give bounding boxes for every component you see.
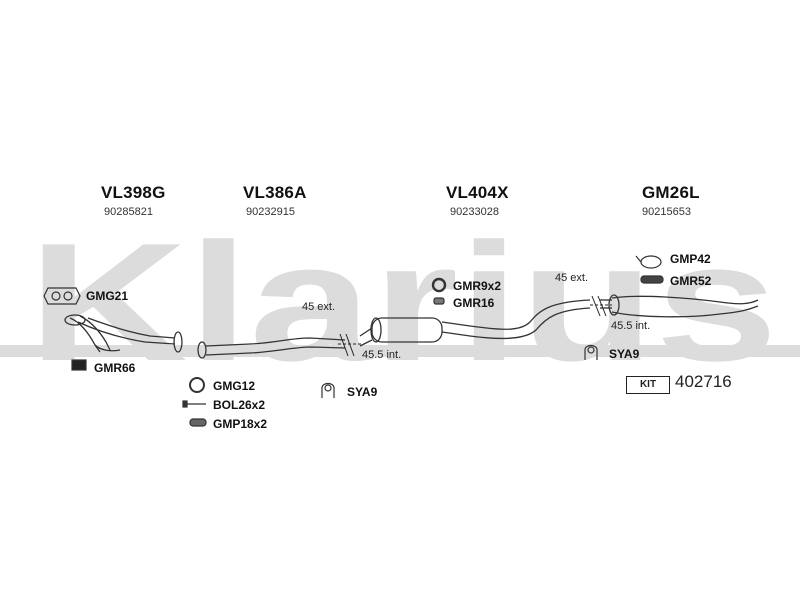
part-label-gmp42: GMP42 [670,252,711,266]
part-label-gmr9x2: GMR9x2 [453,279,502,293]
part-label-gmr16: GMR16 [453,296,495,310]
downpipe-drawing [64,314,183,353]
rubber-ring-icon [431,277,447,293]
section-number-vl386a: 90232915 [246,206,295,218]
part-label-gmp18x2: GMP18x2 [213,417,268,431]
dimension-ext-left: 45 ext. [302,301,336,313]
part-label-sya9-left: SYA9 [347,385,378,399]
dimension-int-left: 45.5 int. [362,349,402,361]
part-label-gmg21: GMG21 [86,289,129,303]
section-code-vl404x: VL404X [446,183,509,202]
kit-number: 402716 [675,372,732,391]
dimension-ext-right: 45 ext. [555,272,589,284]
part-label-gmr66: GMR66 [94,361,136,375]
rubber-mount-icon [71,359,87,371]
dimension-int-right: 45.5 int. [611,320,651,332]
part-label-gmg12: GMG12 [213,379,256,393]
hanger-icon-right [584,344,598,360]
part-label-bol26x2: BOL26x2 [213,398,266,412]
hanger-icon-left [321,382,335,398]
section-number-gm26l: 90215653 [642,206,691,218]
part-label-gmr52: GMR52 [670,274,712,288]
section-number-vl398g: 90285821 [104,206,153,218]
joint-marks [338,295,612,357]
kit-badge: KIT [626,376,670,394]
rubber-strip-icon [640,275,664,284]
front-pipe-drawing [197,337,346,359]
section-code-vl398g: VL398G [101,183,166,202]
rubber-block-icon [433,297,445,305]
rear-silencer-drawing [600,294,759,318]
middle-silencer-drawing [359,299,591,347]
section-number-vl404x: 90233028 [450,206,499,218]
clamp-ring-icon [635,255,662,269]
clamp-icon [189,418,207,427]
bolt-icon [182,400,206,408]
gasket-icon [43,287,81,305]
ring-gasket-icon [189,377,205,393]
section-code-gm26l: GM26L [642,183,700,202]
part-label-sya9-right: SYA9 [609,347,640,361]
watermark-text: Klarius [28,208,778,396]
section-code-vl386a: VL386A [243,183,307,202]
